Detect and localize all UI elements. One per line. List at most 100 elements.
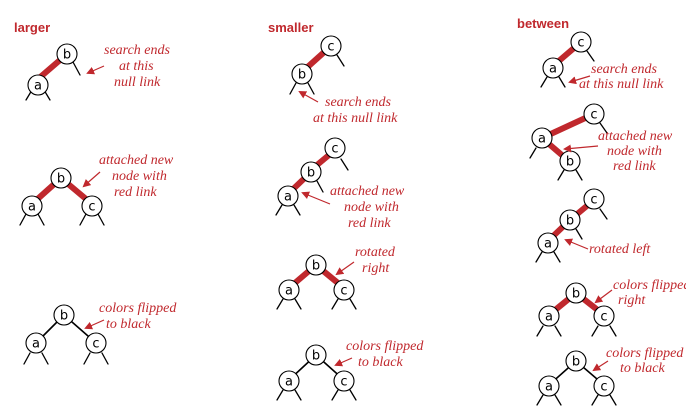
null-link [316,180,324,193]
tree-between-step3: c b a rotated left [535,188,651,263]
node-label: c [577,36,584,51]
node-label: b [60,309,68,324]
node-label: b [312,259,320,274]
null-link [558,76,566,88]
node-a [538,305,560,327]
node-b [50,167,72,189]
node-c [593,305,615,327]
heading-larger: larger [14,20,50,35]
node-label: c [600,380,607,395]
null-link [535,251,543,263]
annotation-arrow [594,289,613,304]
heading-between: between [517,16,569,31]
null-link [289,82,297,95]
node-label: b [572,355,580,370]
node-b [565,282,587,304]
annotation-arrow [86,65,105,75]
null-link [554,394,562,406]
node-c [85,332,107,354]
annotation-arrow [563,144,599,153]
null-link [294,298,302,310]
null-link [293,204,301,216]
node-label: c [590,108,597,123]
node-label: c [331,142,338,157]
node-a [538,375,560,397]
node-b [291,63,313,85]
null-link [529,147,537,159]
node-label: c [88,200,95,215]
node-c [320,35,342,57]
node-label: a [285,375,293,390]
null-link [554,325,562,337]
node-label: a [538,132,546,147]
node-a [537,232,559,254]
node-a [25,332,47,354]
null-link [540,76,548,88]
null-link [586,50,595,62]
null-link [294,389,302,401]
node-a [277,185,299,207]
node-a [27,74,49,96]
node-a [542,57,564,79]
node-b [305,344,327,366]
node-label: b [566,214,574,229]
annotation-text: rotated left [589,242,651,257]
null-link [609,394,617,406]
node-label: a [284,190,292,205]
node-label: b [572,287,580,302]
node-c [81,195,103,217]
null-link [591,325,599,337]
node-label: b [63,48,71,63]
node-label: a [32,337,40,352]
node-label: a [545,380,553,395]
node-label: a [34,79,42,94]
null-link [276,389,284,401]
node-label: a [549,62,557,77]
node-a [21,195,43,217]
annotation-arrow [335,261,355,276]
node-b [559,209,581,231]
null-link [336,54,345,67]
null-link [276,298,284,310]
node-label: b [57,172,65,187]
null-link [331,389,339,401]
null-link [575,228,583,240]
null-link [349,298,357,310]
annotation-arrow [84,319,105,330]
null-link [349,389,357,401]
node-b [56,43,78,65]
null-link [340,158,349,171]
node-label: c [327,40,334,55]
null-link [37,213,45,226]
null-link [307,82,315,95]
null-link [83,352,91,365]
null-link [553,251,561,263]
node-label: a [544,237,552,252]
node-b [300,161,322,183]
node-c [333,370,355,392]
null-link [101,352,109,365]
annotation-arrow [334,357,353,367]
annotation-arrow [564,238,589,250]
node-label: c [600,310,607,325]
null-link [41,352,49,365]
null-link [331,298,339,310]
annotation-arrow [568,75,591,85]
node-label: c [92,337,99,352]
null-link [536,394,544,406]
node-label: c [340,284,347,299]
node-label: c [590,193,597,208]
